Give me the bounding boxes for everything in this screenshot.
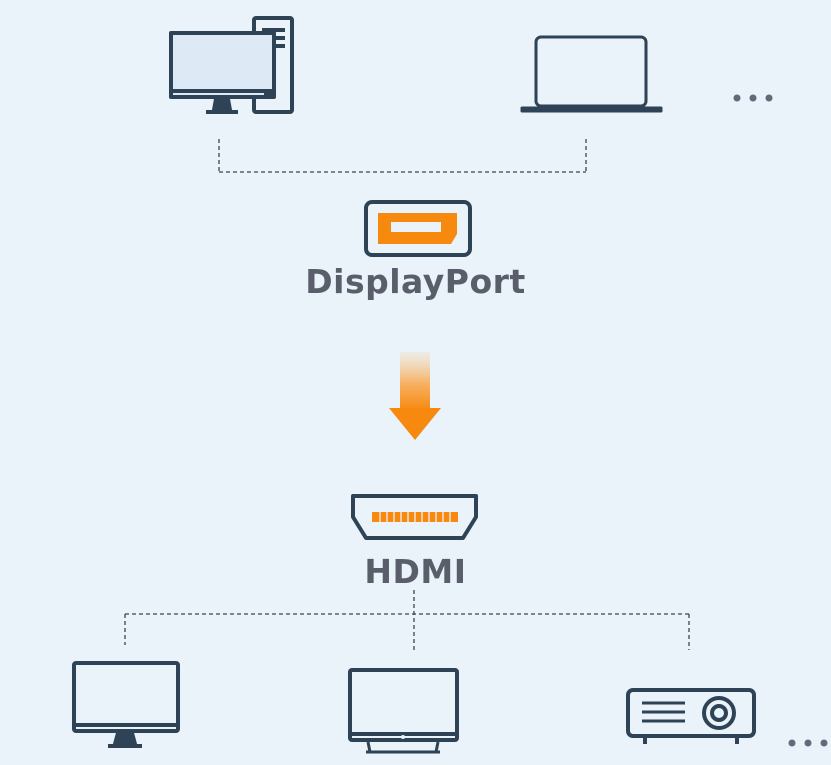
tv-icon xyxy=(348,668,459,754)
more-dots-icon xyxy=(788,739,828,747)
source-connector-line xyxy=(218,139,587,173)
target-connector-line xyxy=(124,590,690,650)
displayport-label: DisplayPort xyxy=(305,262,526,301)
hdmi-port-icon xyxy=(351,494,478,540)
more-dots-icon xyxy=(733,94,773,102)
desktop-computer-icon xyxy=(169,16,294,114)
projector-icon xyxy=(626,688,756,744)
monitor-icon xyxy=(72,661,180,748)
hdmi-label: HDMI xyxy=(364,552,467,591)
displayport-port-icon xyxy=(364,200,472,257)
conversion-arrow-icon xyxy=(389,352,441,440)
laptop-icon xyxy=(520,35,663,113)
